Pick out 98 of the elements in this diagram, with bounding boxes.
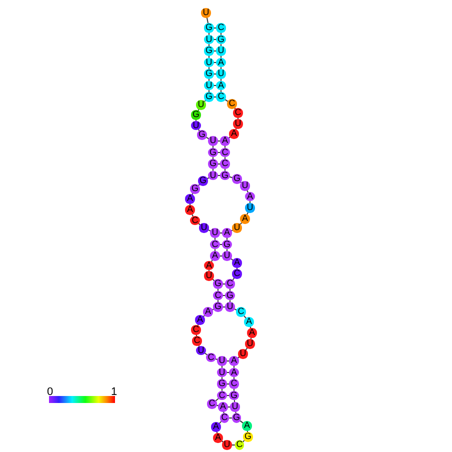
nucleotide: C xyxy=(236,307,246,317)
nucleotide: U xyxy=(222,440,232,450)
nucleotide: A xyxy=(229,356,239,366)
nucleotide: G xyxy=(208,159,218,169)
connector-line xyxy=(192,192,194,196)
connector-line xyxy=(198,108,200,112)
nucleotide: A xyxy=(232,258,242,268)
nucleotide: G xyxy=(197,130,207,140)
nucleotide: U xyxy=(232,223,242,233)
nucleotide: U xyxy=(199,223,209,233)
nucleotide: C xyxy=(190,216,200,226)
nucleotide: A xyxy=(229,129,239,139)
nucleotide: A xyxy=(185,194,195,204)
nucleotide: C xyxy=(220,148,230,158)
nucleotide: C xyxy=(229,379,239,389)
nucleotide: C xyxy=(216,23,226,33)
nucleotide: A xyxy=(213,433,223,443)
nucleotide: C xyxy=(234,440,244,450)
nucleotide: G xyxy=(232,174,242,184)
nucleotide: G xyxy=(229,390,239,400)
nucleotide: G xyxy=(243,432,253,442)
nucleotide: G xyxy=(198,176,208,186)
scale-label: 1 xyxy=(111,387,118,398)
nucleotide: U xyxy=(222,251,232,261)
nucleotide: A xyxy=(240,214,250,224)
nucleotide: A xyxy=(211,422,221,432)
nucleotide: A xyxy=(244,317,254,327)
nucleotide: G xyxy=(191,110,201,120)
nucleotide: A xyxy=(229,368,239,378)
nucleotide: G xyxy=(204,69,214,79)
nucleotide: C xyxy=(192,336,202,346)
connector-line xyxy=(210,259,214,262)
nucleotide: G xyxy=(232,413,242,423)
nucleotide: C xyxy=(232,269,242,279)
nucleotide: A xyxy=(185,205,195,215)
nucleotide: A xyxy=(242,421,252,431)
nucleotide: U xyxy=(230,402,240,412)
nucleotide: C xyxy=(207,399,217,409)
nucleotide: G xyxy=(225,290,235,300)
nucleotide: U xyxy=(217,368,227,378)
nucleotide: U xyxy=(208,170,218,180)
nucleotide: U xyxy=(208,136,218,146)
nucleotide: C xyxy=(233,108,243,118)
nucleotide: G xyxy=(213,279,223,289)
nucleotide: U xyxy=(201,8,211,18)
connector-line xyxy=(198,128,200,132)
nucleotide: G xyxy=(216,34,226,44)
nucleotide: U xyxy=(233,119,243,129)
nucleotide: C xyxy=(220,159,230,169)
nucleotide: U xyxy=(216,46,226,56)
nucleotide: U xyxy=(245,339,255,349)
nucleotide: G xyxy=(217,379,227,389)
nucleotide: A xyxy=(195,315,205,325)
nucleotide: A xyxy=(216,80,226,90)
nucleotide: A xyxy=(220,136,230,146)
nucleotide: A xyxy=(210,251,220,261)
nucleotide: G xyxy=(204,92,214,102)
nucleotide: U xyxy=(225,302,235,312)
connector-line xyxy=(198,184,200,186)
scale-label: 0 xyxy=(47,387,54,398)
nucleotide: C xyxy=(225,279,235,289)
nucleotide: U xyxy=(245,203,255,213)
nucleotide: G xyxy=(213,302,223,312)
nucleotide: G xyxy=(222,240,232,250)
nucleotide: G xyxy=(208,148,218,158)
nucleotide: A xyxy=(222,228,232,238)
nucleotide: A xyxy=(204,260,214,270)
nucleotide: C xyxy=(220,413,230,423)
nucleotide: U xyxy=(217,356,227,366)
nucleotide: U xyxy=(196,100,206,110)
nucleotide: U xyxy=(210,228,220,238)
nucleotide: C xyxy=(216,92,226,102)
nucleotide: C xyxy=(210,240,220,250)
nucleotide: A xyxy=(203,307,213,317)
nucleotide: U xyxy=(238,349,248,359)
nucleotide: C xyxy=(217,390,227,400)
nucleotide: U xyxy=(196,346,206,356)
nucleotide: U xyxy=(216,69,226,79)
nucleotide: C xyxy=(227,99,237,109)
nucleotide: C xyxy=(213,290,223,300)
nucleotide: G xyxy=(190,184,200,194)
nucleotide: U xyxy=(204,271,214,281)
nucleotide: A xyxy=(216,58,226,68)
connector-line xyxy=(202,314,206,318)
nucleotide: C xyxy=(206,352,216,362)
nucleotide: C xyxy=(191,325,201,335)
nucleotide: G xyxy=(220,170,230,180)
nucleotide: A xyxy=(218,402,228,412)
nucleotide: U xyxy=(204,80,214,90)
nucleotide: U xyxy=(191,120,201,130)
nucleotide: U xyxy=(240,181,250,191)
nucleotide: G xyxy=(204,23,214,33)
nucleotide: U xyxy=(204,34,214,44)
nucleotide: U xyxy=(204,58,214,68)
nucleotide: G xyxy=(204,46,214,56)
connector-line xyxy=(204,100,206,102)
nucleotide: A xyxy=(247,328,257,338)
nucleotide: A xyxy=(245,192,255,202)
